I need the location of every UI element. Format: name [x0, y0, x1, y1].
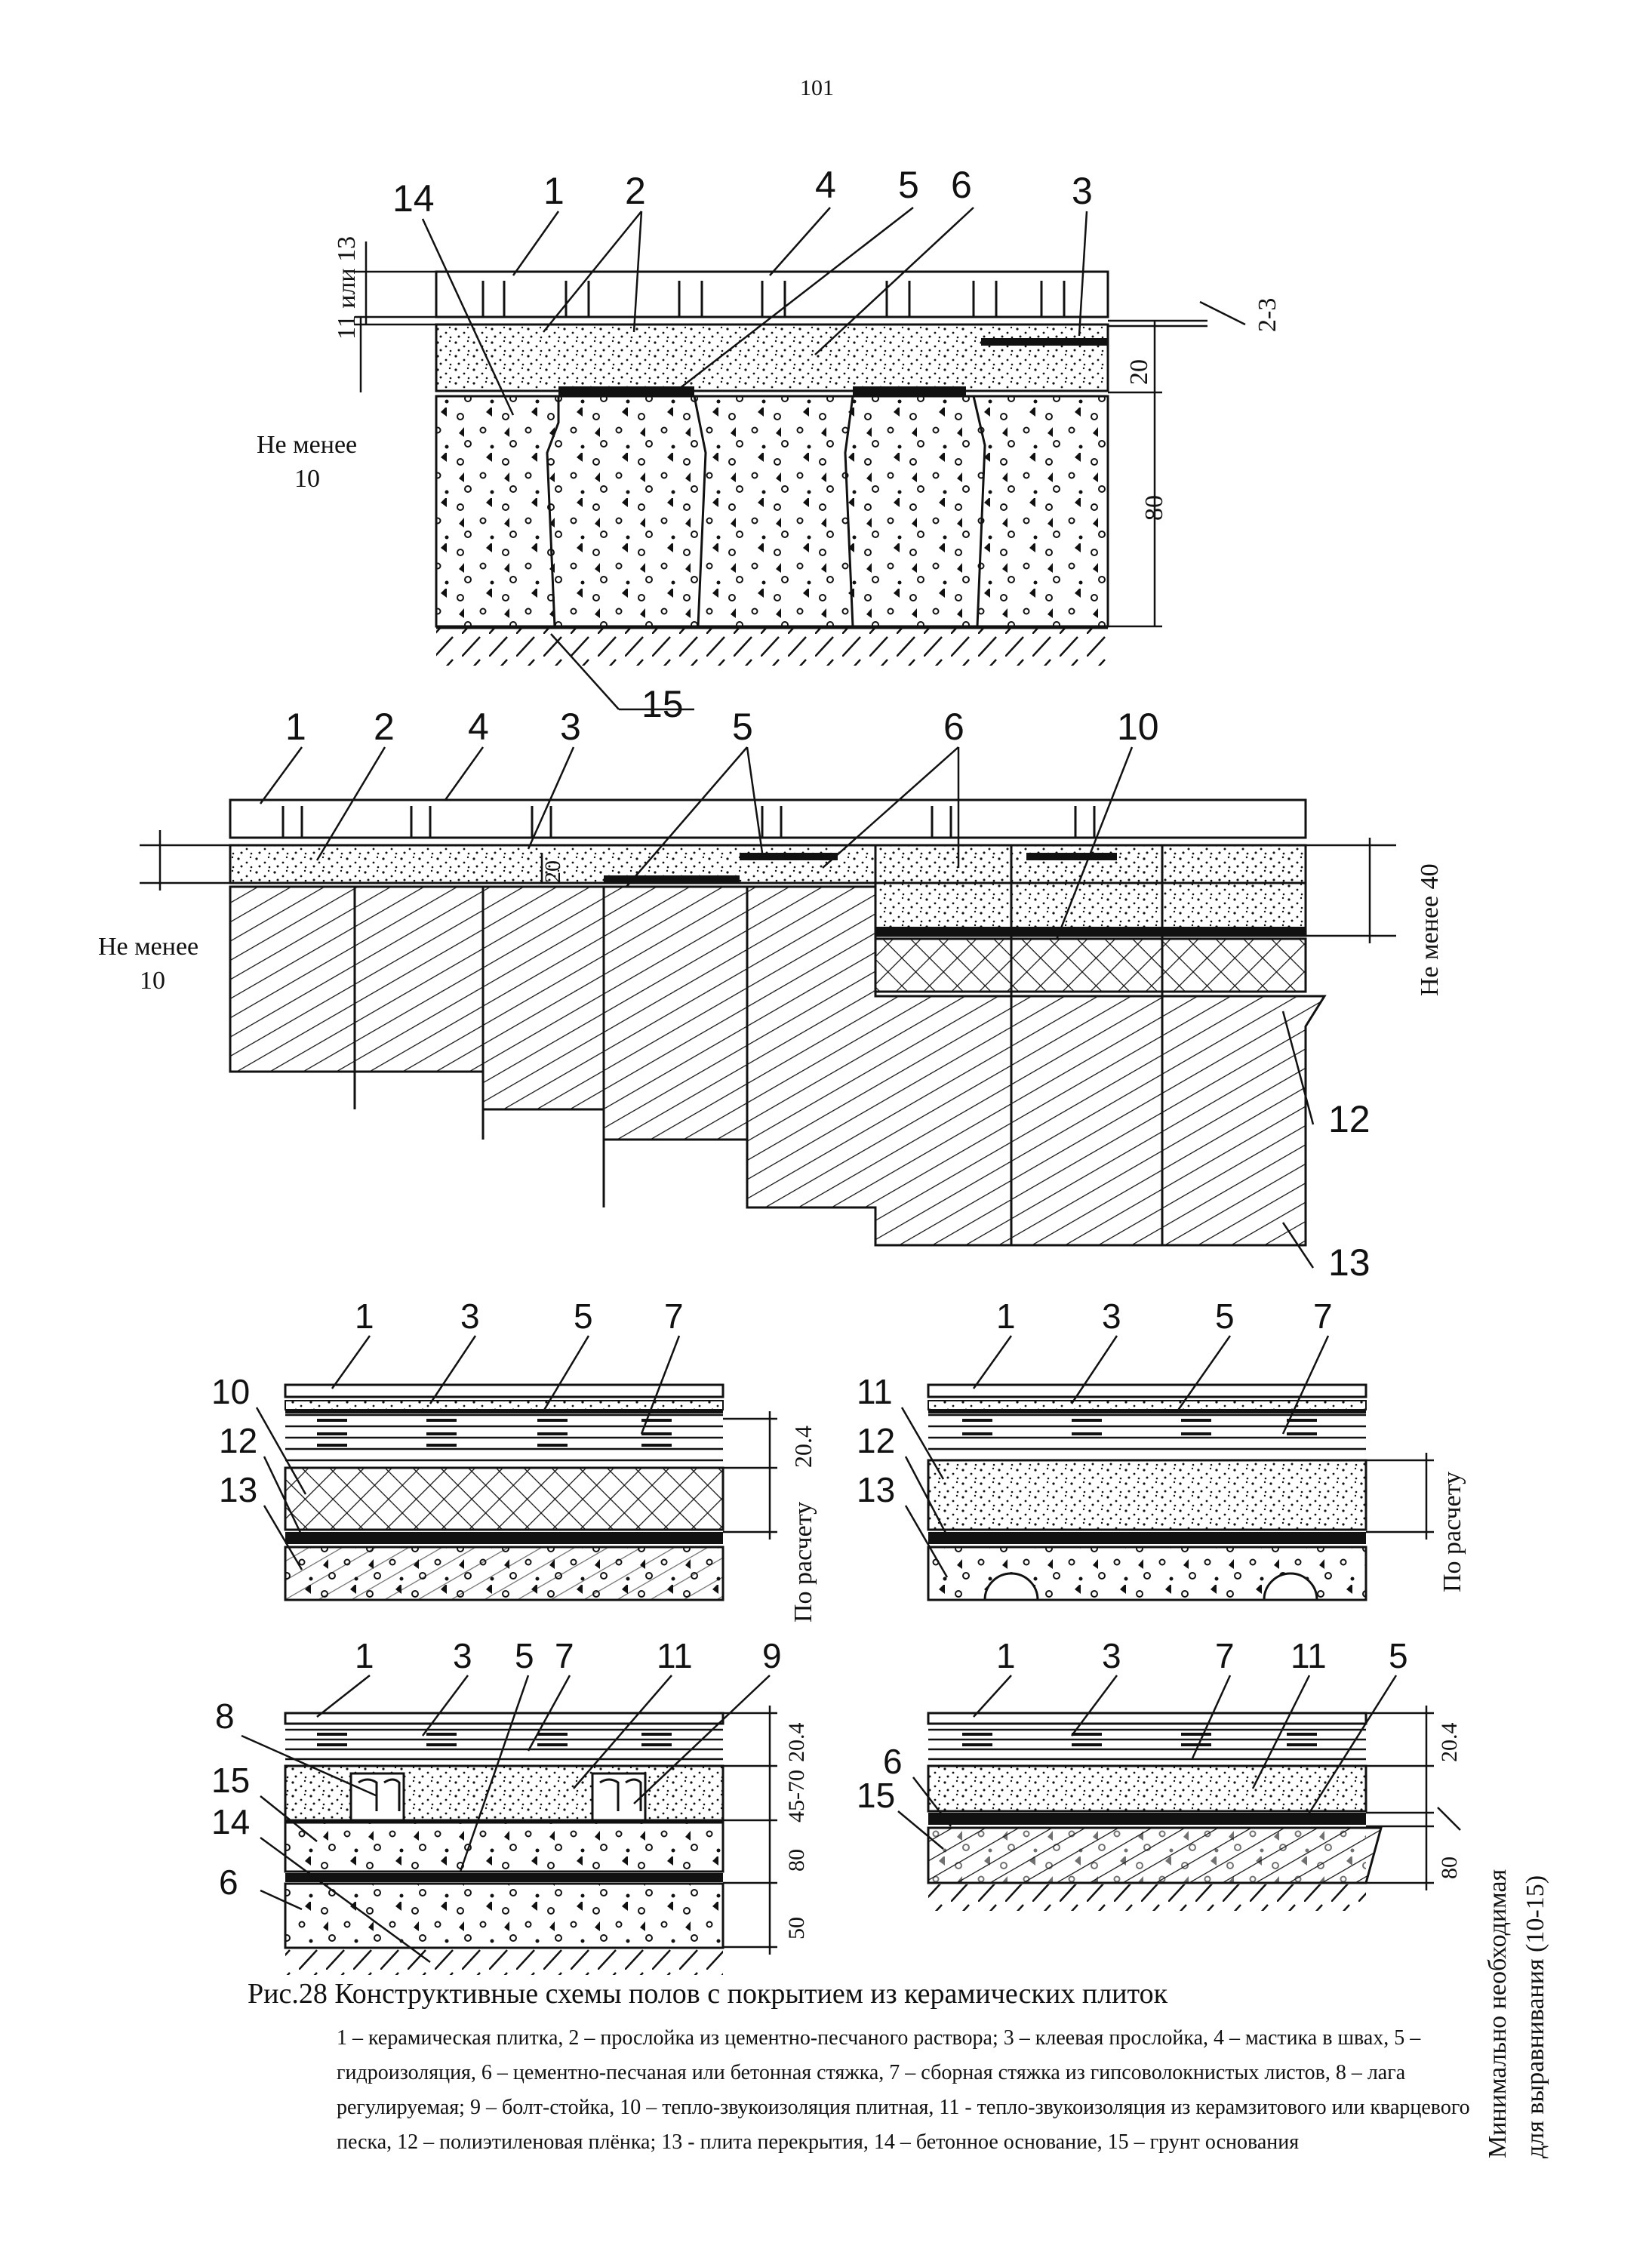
- diagram-e: 1 3 5 7 11 9 8 15 14 6: [211, 1636, 809, 1975]
- callout-11: 11: [657, 1636, 693, 1675]
- callout-15: 15: [211, 1761, 250, 1800]
- callout-7: 7: [664, 1297, 684, 1336]
- diagram-b: 1 2 4 3 5 6 10 12 13: [98, 706, 1444, 1284]
- callout-1: 1: [355, 1636, 374, 1675]
- callout-14: 14: [392, 177, 435, 220]
- dim-80: 80: [784, 1849, 809, 1872]
- min-label-line2: 10: [294, 465, 320, 493]
- callout-1: 1: [543, 170, 565, 212]
- dim-20-4: 20.4: [784, 1723, 809, 1763]
- dim-80: 80: [1140, 495, 1168, 521]
- dim-11-or-13: 11 или 13: [333, 236, 361, 340]
- callout-3: 3: [1102, 1636, 1121, 1675]
- callout-6: 6: [219, 1863, 238, 1902]
- callout-7: 7: [1313, 1297, 1333, 1336]
- callout-5: 5: [1215, 1297, 1235, 1336]
- callout-14: 14: [211, 1802, 250, 1841]
- dim-min-40: Не менее 40: [1416, 863, 1444, 996]
- figure-legend: 1 – керамическая плитка, 2 – прослойка и…: [337, 2026, 1470, 2154]
- callout-6: 6: [943, 706, 964, 748]
- callout-6: 6: [883, 1742, 903, 1781]
- min-label-line2: 10: [140, 967, 165, 995]
- callout-12: 12: [857, 1421, 895, 1460]
- min-leveling-line2: для выравнивания (10-15): [1521, 1875, 1549, 2158]
- callout-3: 3: [460, 1297, 480, 1336]
- callout-7: 7: [555, 1636, 574, 1675]
- callout-12: 12: [1328, 1098, 1371, 1140]
- callout-5: 5: [574, 1297, 593, 1336]
- diagram-a: 14 1 2 4 5 6 3 15: [257, 164, 1281, 725]
- callout-5: 5: [1389, 1636, 1408, 1675]
- callout-1: 1: [285, 706, 306, 748]
- min-label-line1: Не менее: [257, 431, 357, 459]
- callout-10: 10: [1117, 706, 1159, 748]
- callout-2: 2: [625, 170, 646, 212]
- callout-15: 15: [857, 1776, 895, 1815]
- min-leveling-line1: Минимально необходимая: [1484, 1869, 1512, 2158]
- callout-1: 1: [355, 1297, 374, 1336]
- callout-11: 11: [857, 1372, 893, 1411]
- dim-by-calc: По расчету: [789, 1502, 817, 1623]
- figure-caption: Рис.28 Конструктивные схемы полов с покр…: [248, 1977, 1470, 2160]
- diagram-c: 1 3 5 7 10 12 13 20.4 По расчету: [211, 1297, 817, 1623]
- min-label-line1: Не менее: [98, 933, 198, 961]
- dim-by-calc: По расчету: [1438, 1472, 1466, 1592]
- dim-20: 20: [540, 860, 565, 883]
- dim-2-3: 2-3: [1254, 298, 1281, 332]
- callout-9: 9: [762, 1636, 782, 1675]
- callout-8: 8: [215, 1696, 235, 1736]
- callout-1: 1: [996, 1636, 1016, 1675]
- callout-5: 5: [898, 164, 919, 206]
- callout-13: 13: [857, 1470, 895, 1509]
- callout-3: 3: [560, 706, 581, 748]
- page-number: 101: [800, 75, 834, 100]
- dim-50: 50: [784, 1917, 809, 1939]
- dim-20: 20: [1125, 359, 1153, 385]
- callout-3: 3: [453, 1636, 472, 1675]
- callout-1: 1: [996, 1297, 1016, 1336]
- callout-11: 11: [1291, 1636, 1327, 1675]
- figure-title: Рис.28 Конструктивные схемы полов с покр…: [248, 1978, 1168, 2010]
- dim-45-70: 45-70: [784, 1770, 809, 1823]
- callout-4: 4: [468, 706, 489, 748]
- callout-15: 15: [641, 683, 684, 725]
- callout-5: 5: [515, 1636, 534, 1675]
- callout-13: 13: [219, 1470, 257, 1509]
- diagram-d: 1 3 5 7 11 12 13 По расчету: [857, 1297, 1466, 1601]
- callout-6: 6: [951, 164, 972, 206]
- diagram-f: 1 3 7 11 5 6 15 20.4 80 Минимально необ: [857, 1636, 1549, 2158]
- dim-80: 80: [1437, 1856, 1462, 1879]
- dim-20-4: 20.4: [789, 1426, 817, 1468]
- callout-5: 5: [732, 706, 753, 748]
- dim-20-4: 20.4: [1437, 1723, 1462, 1763]
- callout-4: 4: [815, 164, 836, 206]
- callout-13: 13: [1328, 1241, 1371, 1284]
- callout-12: 12: [219, 1421, 257, 1460]
- callout-2: 2: [374, 706, 395, 748]
- callout-3: 3: [1072, 170, 1093, 212]
- callout-3: 3: [1102, 1297, 1121, 1336]
- callout-10: 10: [211, 1372, 250, 1411]
- callout-7: 7: [1215, 1636, 1235, 1675]
